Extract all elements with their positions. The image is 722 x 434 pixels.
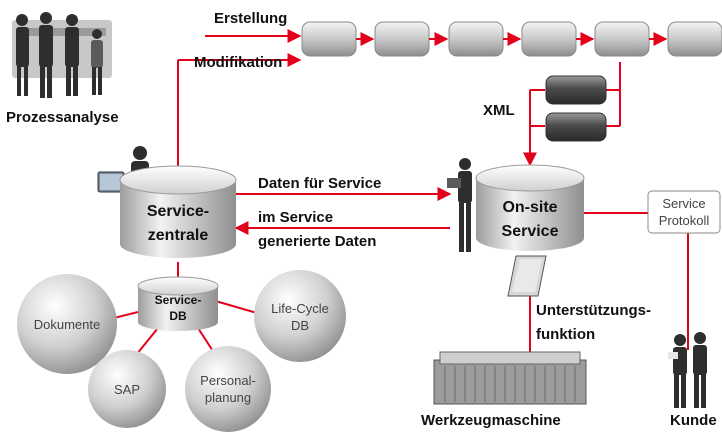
technician-icon [447, 158, 472, 252]
customer-icon [668, 332, 707, 408]
tablet-icon [507, 255, 547, 297]
sphere-label-personal-1: Personal- [200, 373, 256, 388]
label-onsite-2: Service [502, 223, 559, 240]
label-kunde: Kunde [670, 412, 717, 429]
label-xml: XML [483, 102, 515, 119]
process-box-1 [301, 21, 357, 57]
label-unterstuetzung-2: funktion [536, 326, 595, 343]
label-service-db-1: Service- [155, 293, 202, 307]
xml-box-1 [545, 75, 607, 105]
label-erstellung: Erstellung [214, 10, 287, 27]
process-box-5 [594, 21, 650, 57]
sphere-label-lifecycle-1: Life-Cycle [271, 301, 329, 316]
sphere-label-sap: SAP [114, 382, 140, 397]
sphere-label-lifecycle-2: DB [291, 318, 309, 333]
sphere-personal [185, 346, 271, 432]
sphere-lifecycle [254, 270, 346, 362]
onsite-cylinder [475, 164, 585, 251]
sphere-label-dokumente: Dokumente [34, 317, 100, 332]
sphere-label-personal-2: planung [205, 390, 251, 405]
label-werkzeugmaschine: Werkzeugmaschine [421, 412, 561, 429]
label-service-protokoll-2: Protokoll [659, 213, 710, 228]
label-daten-fuer-service: Daten für Service [258, 175, 381, 192]
people-group-icon [12, 12, 112, 98]
process-box-3 [448, 21, 504, 57]
servicezentrale-cylinder [119, 165, 237, 258]
label-service-protokoll-1: Service [662, 196, 705, 211]
service-protokoll-box [647, 190, 721, 234]
label-service-db-2: DB [169, 309, 187, 323]
xml-box-2 [545, 112, 607, 142]
label-modifikation: Modifikation [194, 54, 282, 71]
label-im-service: im Service [258, 209, 333, 226]
label-onsite-1: On-site [502, 199, 557, 216]
label-servicezentrale-1: Service- [147, 203, 209, 220]
label-servicezentrale-2: zentrale [148, 227, 209, 244]
label-unterstuetzung-1: Unterstützungs- [536, 302, 651, 319]
process-box-4 [521, 21, 577, 57]
machine-icon [433, 351, 587, 405]
label-generierte-daten: generierte Daten [258, 233, 376, 250]
process-chain [301, 21, 722, 57]
service-db-cylinder [137, 276, 219, 331]
process-box-6 [667, 21, 722, 57]
sphere-dokumente [17, 274, 117, 374]
process-box-2 [374, 21, 430, 57]
label-prozessanalyse: Prozessanalyse [6, 109, 119, 126]
sphere-sap [88, 350, 166, 428]
